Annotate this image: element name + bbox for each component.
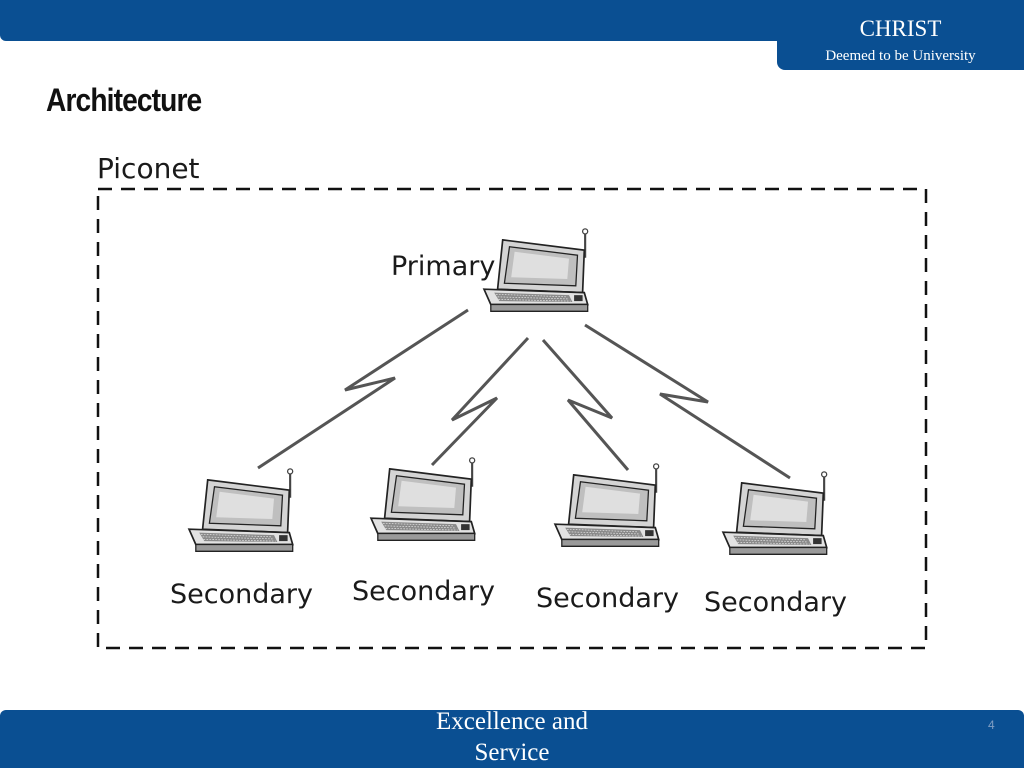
primary-label: Primary: [391, 251, 495, 282]
secondary-laptop-icon: [369, 456, 476, 542]
footer-motto-line: Service: [474, 739, 550, 766]
secondary-laptop-icon: [553, 462, 660, 548]
footer-bar: [0, 710, 1024, 768]
secondary-label: Secondary: [536, 583, 679, 614]
university-brand: CHRIST Deemed to be University: [777, 0, 1024, 70]
page-number: 4: [988, 718, 995, 732]
secondary-label: Secondary: [170, 579, 313, 610]
secondary-label: Secondary: [704, 587, 847, 618]
footer-motto: Excellence and Service: [412, 706, 612, 768]
secondary-label: Secondary: [352, 576, 495, 607]
slide-title: Architecture: [46, 82, 202, 118]
wireless-link-icon: [257, 308, 791, 480]
footer-motto-line: Excellence and: [436, 708, 588, 735]
piconet-boundary: [96, 187, 928, 650]
brand-subtitle: Deemed to be University: [825, 48, 976, 64]
brand-name: CHRIST: [859, 16, 942, 41]
piconet-label: Piconet: [97, 152, 200, 185]
secondary-laptop-icon: [721, 470, 828, 556]
secondary-laptop-icon: [187, 467, 294, 553]
primary-laptop-icon: [482, 227, 589, 313]
